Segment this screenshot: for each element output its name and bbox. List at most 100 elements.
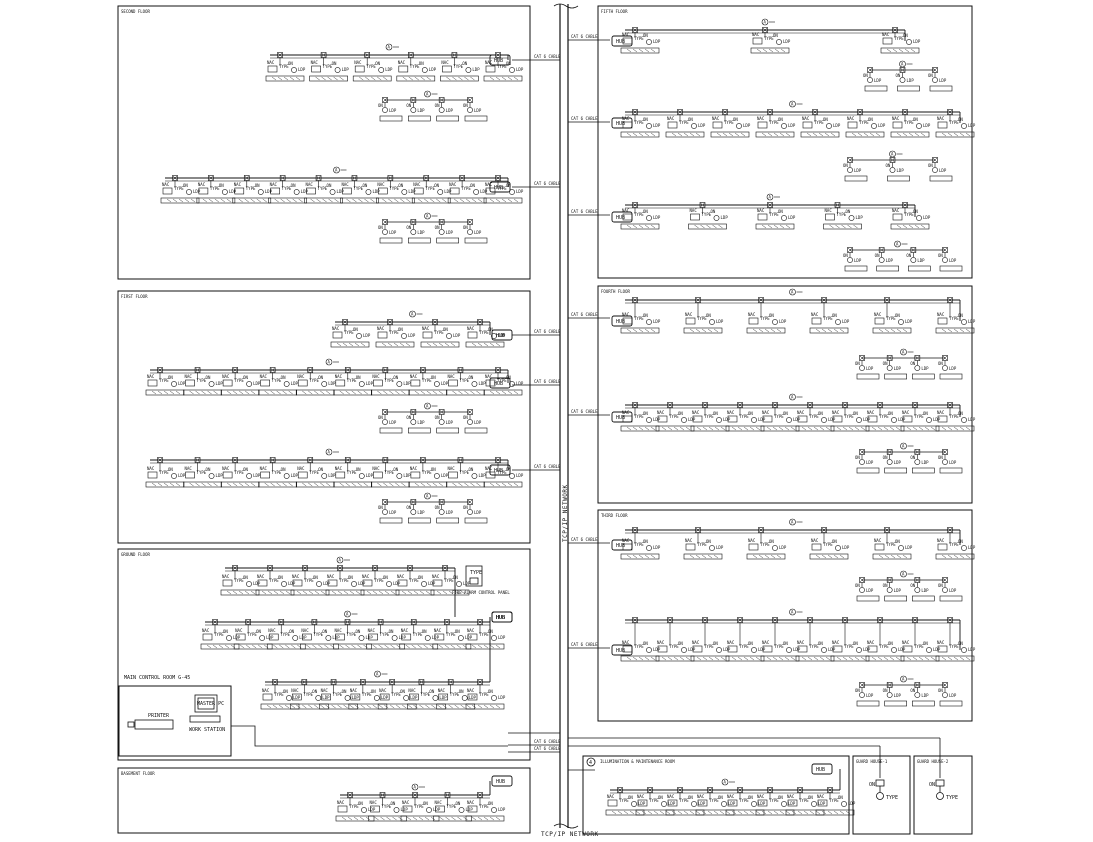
2f-a-door-4-strip-mark-4: [464, 76, 469, 81]
5f-b-junction-0-x2: [632, 109, 638, 115]
gf-a-door-0-strip-mark-4: [244, 590, 250, 595]
1f-c-door-8-nac: NAC: [447, 466, 455, 471]
4f-a-door-2-ldp: LDP: [779, 319, 787, 324]
2f-b-door-9-on: ON: [506, 183, 511, 188]
5f-b-door-0-strip-mark-1: [626, 132, 632, 137]
5f-b-door-7-strip-mark-4: [959, 132, 965, 137]
3f-b-lk-3-on: ON: [938, 688, 943, 693]
il-a-door-2-on: ON: [688, 795, 693, 800]
4f-b-lk-3-lock: [942, 459, 948, 465]
5f-c-door-1-ldp: LDP: [721, 215, 729, 220]
gf-c-door-5-reader: [409, 693, 419, 701]
5f-b-door-2-reader: [712, 121, 723, 129]
gf-b-junction-2-x2: [278, 619, 284, 625]
gf-a-door-1-reader: [257, 579, 268, 587]
gf-b-door-7-on: ON: [455, 629, 460, 634]
1f-b-locktag: [424, 402, 431, 410]
1f-a-door-1-lock: [401, 333, 407, 339]
3f-b-door-1-strip-mark-5: [685, 656, 691, 661]
3f-b-door-1-strip: [655, 655, 695, 662]
2f-a-door-2-strip-mark-3: [371, 76, 376, 81]
5f-b-lk-0-lock: [847, 167, 853, 173]
4f-b-door-8-type: TYPE: [914, 414, 924, 419]
4f-b-door-4-strip-mark-5: [790, 426, 796, 431]
5f-b-door-7-reader: [937, 121, 948, 129]
bf-a-door-2-strip-mark-5: [430, 816, 436, 821]
5f-b-door-0-strip-mark-5: [650, 132, 656, 137]
5f-a-door-1-strip-mark-3: [768, 48, 774, 53]
il-a-door-4-reader: [727, 799, 738, 807]
1f-b-lk-2-ldp: LDP: [446, 420, 454, 425]
4f-b-door-1-strip-mark-5: [685, 426, 691, 431]
gf-b-door-3-strip: [300, 643, 339, 650]
1f-a-door-2-strip-mark-1: [426, 342, 432, 347]
4f-a-door-2-strip-mark-4: [770, 328, 776, 333]
2f-b-door-2-strip-mark-1: [238, 198, 243, 203]
5f-c-lk-3-strip: [939, 265, 963, 272]
3f-a-door-4-strip-mark-3: [890, 554, 896, 559]
1f-a-door-1-strip-mark-4: [399, 342, 405, 347]
2f-a-door-4-reader: [442, 65, 452, 73]
4f-b-hub-label: HUB: [616, 415, 625, 421]
4f-a-door-3-ldp: LDP: [842, 319, 850, 324]
5f-c-lk-3-on: ON: [938, 253, 943, 258]
2f-b-door-0-strip-mark-3: [178, 198, 184, 203]
gf-b-door-0-type: TYPE: [214, 632, 224, 637]
5f-b-lk-0-strip: [844, 175, 868, 182]
3f-b-lk-1-lock: [886, 692, 893, 698]
panel-frames: [117, 5, 973, 835]
5f-b-door-1-strip-mark-3: [683, 132, 689, 137]
2f-b-hub: [489, 181, 511, 193]
4f-b-door-5-type: TYPE: [809, 414, 819, 419]
gf-a-door-0-type: TYPE: [234, 578, 244, 583]
3f-b-door-7-ldp: LDP: [898, 647, 906, 652]
title-third-floor: THIRD FLOOR: [601, 513, 628, 518]
1f-b-door-1-strip-mark-2: [195, 390, 200, 395]
3f-b-door-0-lock: [646, 647, 652, 653]
1f-b-door-7-strip-mark-5: [438, 390, 444, 395]
1f-a-hub: [491, 329, 513, 341]
5f-b-door-5-strip-mark-4: [869, 132, 875, 137]
4f-b-door-5-strip: [795, 425, 835, 432]
5f-a-door-2-strip-mark-2: [892, 48, 898, 53]
1f-c-door-4-ldp: LDP: [328, 473, 336, 478]
1f-c-door-9-strip-mark-5: [513, 482, 519, 487]
title-fourth-floor: FOURTH FLOOR: [601, 289, 630, 294]
3f-a-lk-3-lock: [942, 587, 948, 593]
5f-c-door-4-strip-mark-3: [908, 224, 914, 229]
4f-b-door-8-reader: [902, 415, 913, 423]
1f-b-door-4-reader: [297, 379, 308, 387]
gf-a-door-6-type: TYPE: [444, 578, 454, 583]
1f-b-door-1-strip-mark-3: [201, 390, 206, 395]
gf-a-door-2-strip: [290, 589, 330, 596]
2f-b-door-3-ldp: LDP: [301, 189, 309, 194]
gf-b-door-7-ldp: LDP: [465, 635, 473, 640]
gf-c-door-4-strip-mark-2: [390, 704, 395, 709]
1f-c-door-8-strip-mark-5: [476, 482, 481, 487]
1f-c-lk-1-strip: [408, 517, 431, 524]
1f-b-door-2-reader: [222, 379, 233, 387]
3f-b-door-4-strip-mark-5: [790, 656, 796, 661]
3f-a-lk-1-strip: [884, 595, 907, 602]
bf-a-door-3-type: TYPE: [447, 804, 457, 809]
4f-b-tag: [789, 393, 796, 401]
gf-b-door-5-type: TYPE: [380, 632, 390, 637]
5f-b-door-0-lock: [646, 123, 652, 129]
3f-b-door-5-ldp: LDP: [828, 647, 836, 652]
2f-b-lk-3-on: ON: [463, 225, 468, 230]
bf-a-door-1-nac: NAC: [370, 800, 378, 805]
5f-b-door-0-strip-mark-2: [632, 132, 638, 137]
4f-b-door-6-strip-mark-4: [854, 426, 860, 431]
3f-b-door-1-strip-mark-4: [679, 656, 685, 661]
cable-label-1f-c: CAT 6 CABLE: [534, 464, 561, 469]
4f-b-door-7-reader: [867, 415, 878, 423]
1f-a-door-3-ldp: LDP: [498, 333, 506, 338]
gf-a-door-5-reader: [397, 579, 408, 587]
5f-b-door-6-strip: [890, 131, 930, 138]
3f-b-door-9-ldp: LDP: [968, 647, 976, 652]
gf-a-door-3-strip-mark-5: [355, 590, 361, 595]
3f-a-door-5-strip-mark-4: [959, 554, 965, 559]
1f-b-door-1-strip: [183, 389, 222, 396]
gf-b-door-4-ldp: LDP: [366, 635, 374, 640]
1f-a-junction-3-x2: [477, 319, 483, 325]
